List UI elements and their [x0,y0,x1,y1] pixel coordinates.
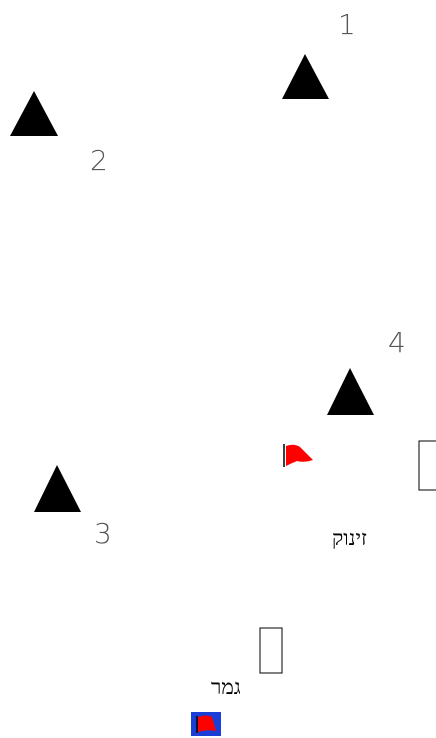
finish-flag-icon[interactable] [191,712,221,736]
control-number: 2 [90,144,108,177]
marker-box-icon [418,440,436,491]
start-flag-icon[interactable] [283,444,313,467]
control-triangle-icon [34,465,81,512]
control-triangle-icon [327,368,374,415]
control-point-1[interactable]: 1 [282,8,356,99]
marker-box-icon [259,627,283,674]
control-number: 1 [338,8,356,41]
control-triangle-icon [10,91,58,136]
control-number: 3 [94,517,112,550]
control-point-2[interactable]: 2 [10,91,108,177]
finish-label: גמר [211,675,241,699]
start-label: זינוק [332,526,367,550]
control-point-4[interactable]: 4 [327,326,406,415]
control-point-3[interactable]: 3 [34,465,112,550]
control-number: 4 [388,326,406,359]
control-triangle-icon [282,54,329,99]
